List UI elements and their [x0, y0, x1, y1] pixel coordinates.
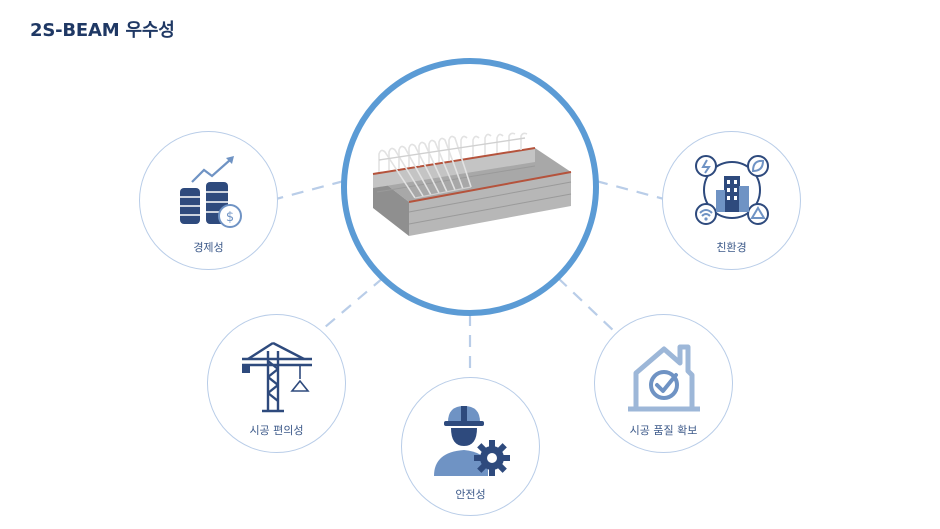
node-label: 친환경	[716, 241, 747, 254]
connector-eco	[595, 179, 665, 201]
node-quality: 시공 품질 확보	[594, 314, 733, 453]
page-title: 2S-BEAM 우수성	[30, 20, 175, 41]
connector-quality	[557, 277, 617, 334]
node-label: 시공 편의성	[249, 424, 304, 437]
svg-text:$: $	[225, 210, 233, 225]
connector-economy	[275, 179, 345, 201]
node-label: 시공 품질 확보	[629, 424, 698, 437]
green-building-icon	[694, 155, 769, 225]
node-economy: $ 경제성	[139, 131, 278, 270]
node-eco: 친환경	[662, 131, 801, 270]
node-label: 경제성	[193, 241, 224, 254]
worker-gear-icon	[433, 406, 510, 476]
coins-growth-icon: $	[179, 156, 242, 228]
node-label: 안전성	[455, 488, 486, 501]
node-safety: 안전성	[401, 377, 540, 516]
center-product-circle	[341, 58, 599, 316]
node-convenience: 시공 편의성	[207, 314, 346, 453]
connector-convenience	[317, 277, 384, 334]
crane-icon	[241, 341, 312, 413]
house-check-icon	[627, 344, 700, 412]
beam-rebar-cage-image	[372, 132, 572, 236]
